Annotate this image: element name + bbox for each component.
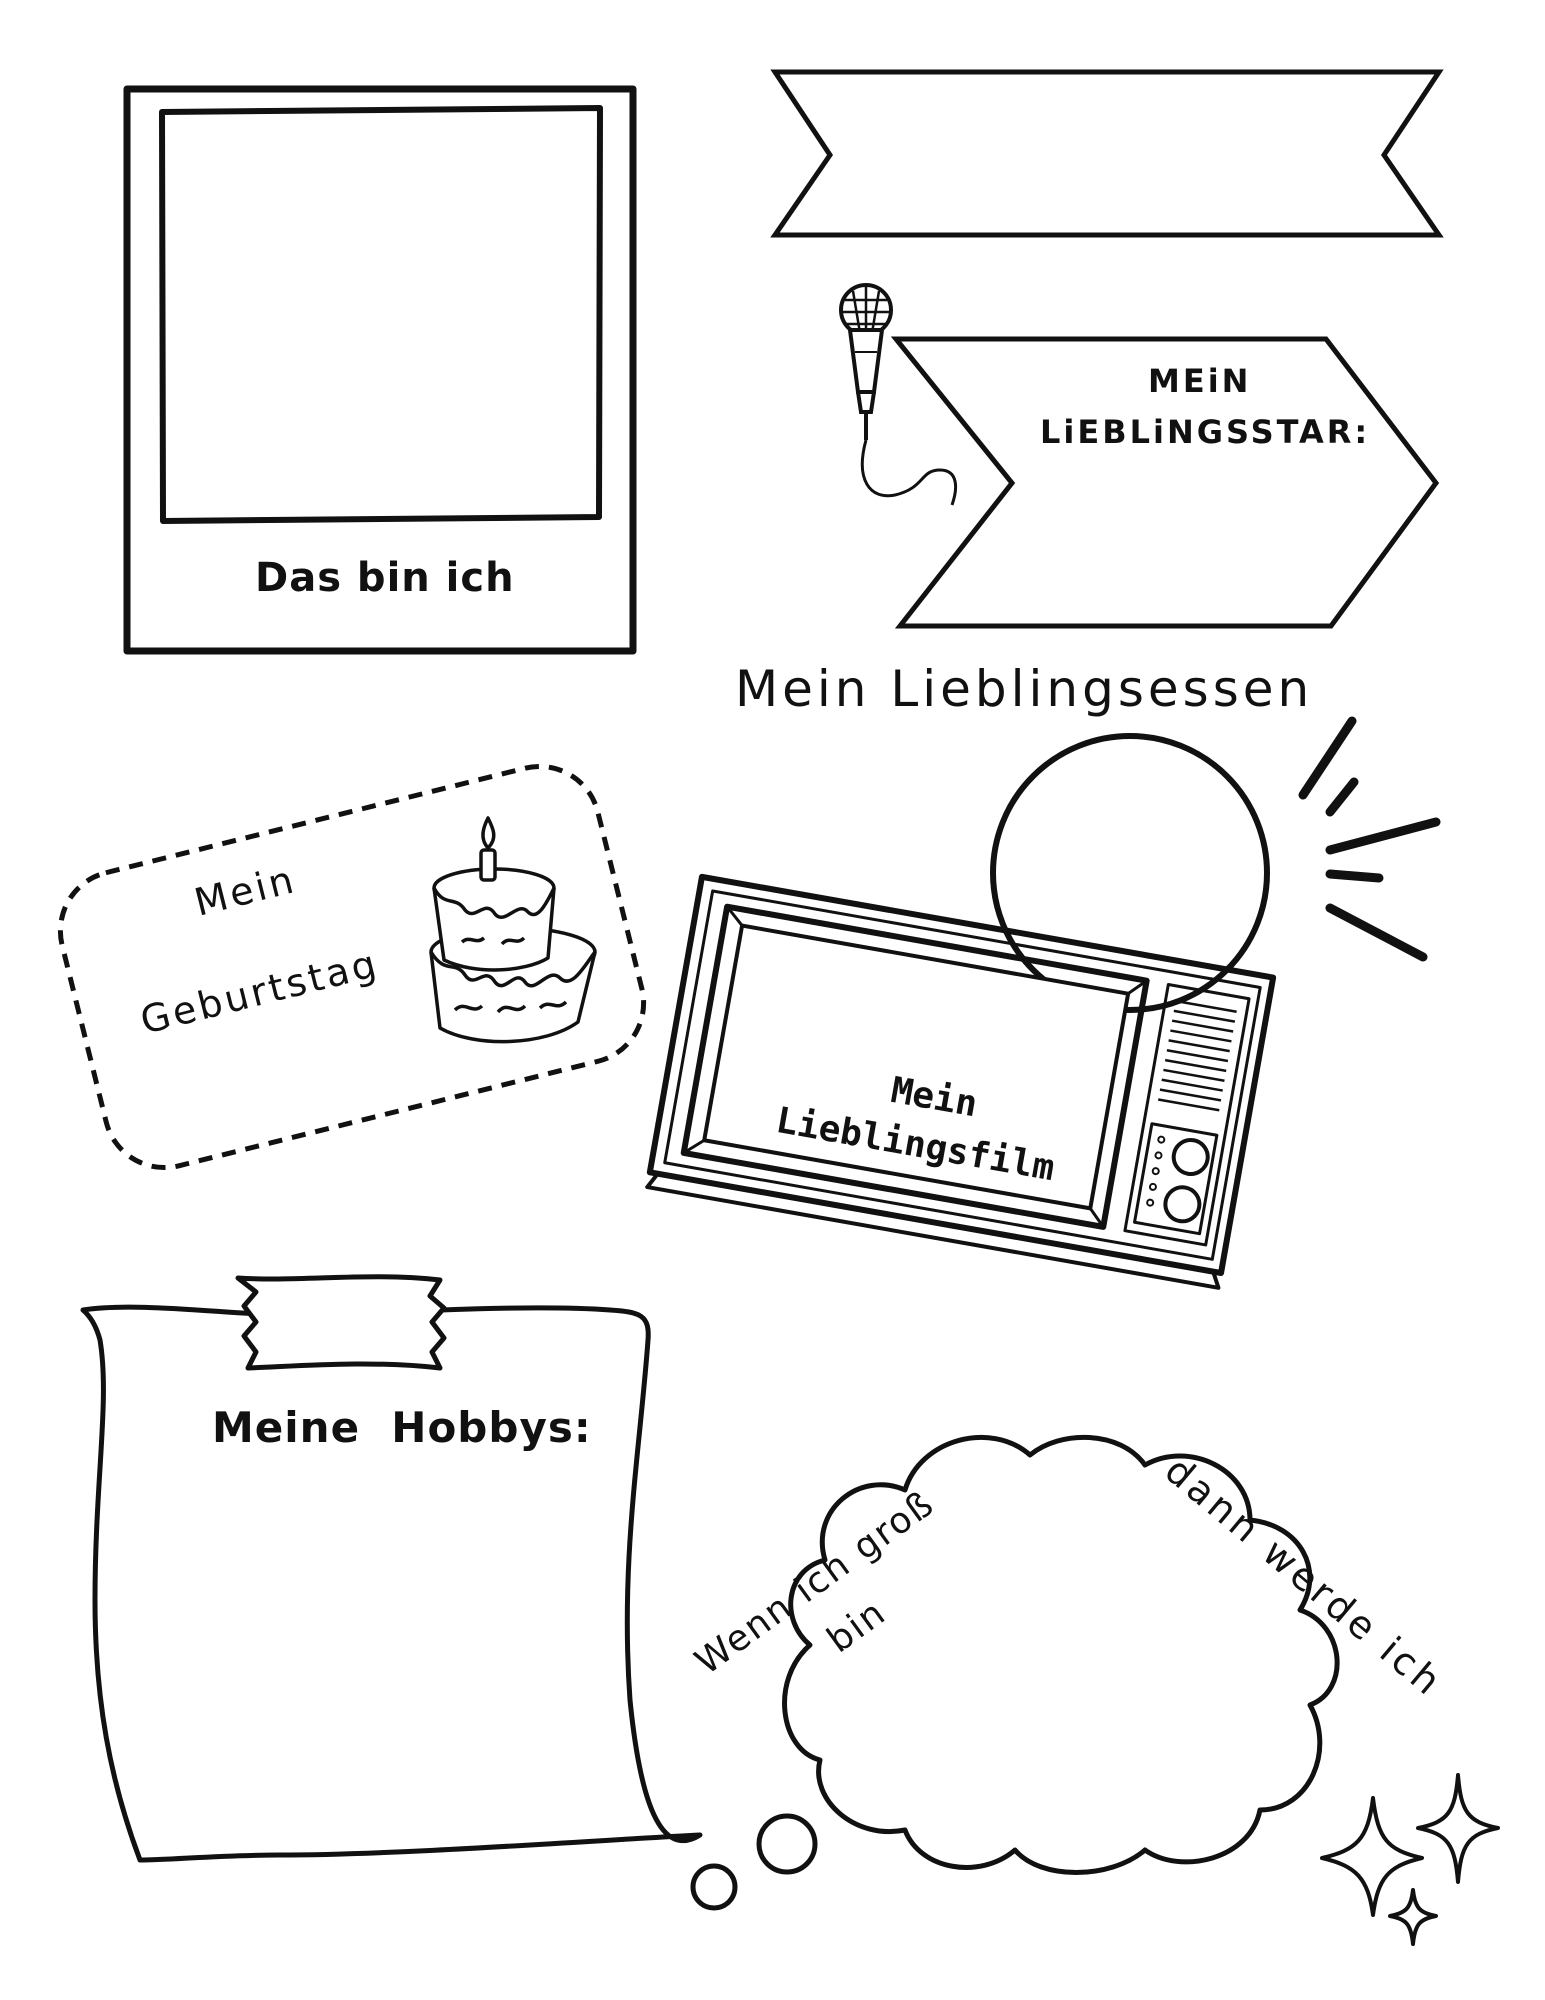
thought-bubble-small (690, 1863, 738, 1911)
birthday-card-dashed (57, 763, 647, 1171)
name-banner (770, 69, 1444, 238)
favorite-food-title: Mein Lieblingsessen (735, 660, 1314, 718)
microphone-icon (839, 283, 958, 506)
birthday-cake-icon (429, 816, 597, 1044)
food-plate-circle (990, 733, 1270, 1013)
thought-bubble-large (756, 1813, 818, 1875)
favorite-star-chevron (890, 336, 1440, 629)
favorite-star-label-line1: MEiN (1148, 362, 1252, 400)
favorite-star-label-line2: LiEBLiNGSSTAR: (1040, 413, 1371, 451)
sparkles-icon (1320, 1773, 1500, 1946)
retro-tv-icon (645, 873, 1277, 1290)
sunburst-icon (1298, 716, 1441, 962)
photo-caption: Das bin ich (255, 555, 515, 601)
hobbies-paper (80, 1304, 703, 1863)
hobbies-title: Meine Hobbys: (212, 1403, 592, 1452)
tape-icon (235, 1274, 447, 1371)
thought-cloud (782, 1434, 1340, 1875)
polaroid-frame (123, 85, 637, 655)
